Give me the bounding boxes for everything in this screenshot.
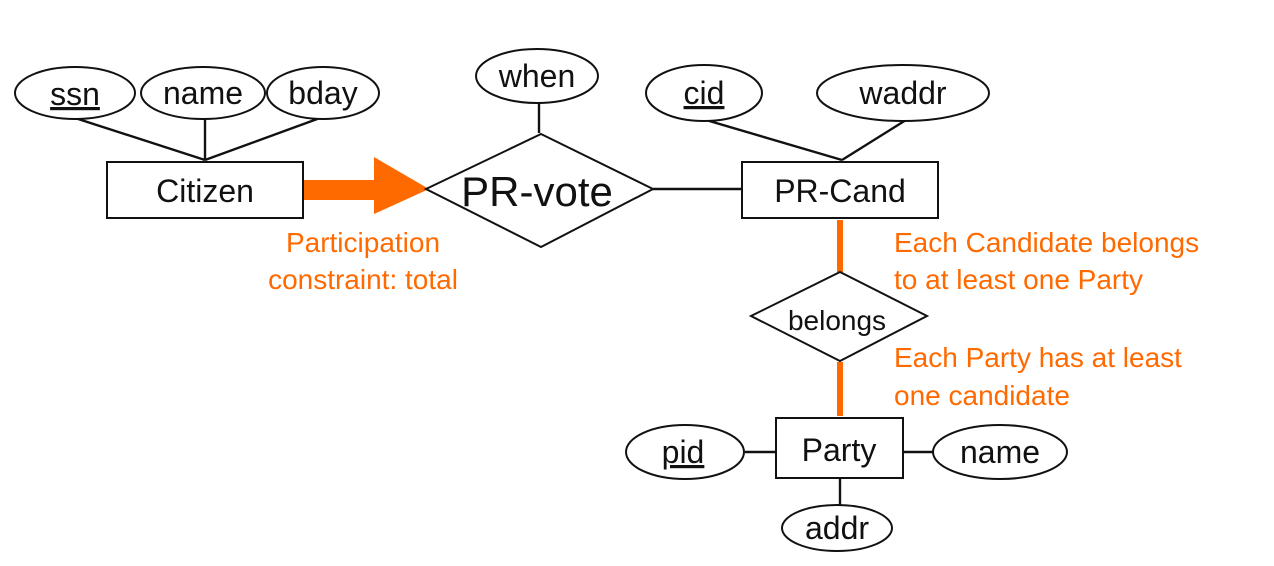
citizen-name-label: name	[163, 75, 243, 111]
when-ellipse	[475, 48, 599, 104]
belongs-label: belongs	[788, 305, 886, 336]
attribute-cid: cid	[645, 64, 763, 122]
candidate-note-line2: to at least one Party	[894, 264, 1143, 295]
pid-label: pid	[662, 434, 705, 470]
pr-cand-box	[741, 161, 939, 219]
entity-party: Party	[775, 417, 904, 479]
total-participation-lines	[304, 157, 843, 416]
entity-citizen: Citizen	[106, 161, 304, 219]
bday-label: bday	[288, 75, 357, 111]
pr-cand-label: PR-Cand	[774, 173, 906, 209]
pr-vote-diamond	[423, 132, 656, 249]
attribute-pid: pid	[625, 424, 745, 480]
attribute-citizen-name: name	[140, 66, 266, 120]
attribute-party-name: name	[932, 424, 1068, 480]
participation-note-line2: constraint: total	[268, 264, 458, 295]
attribute-ssn: ssn	[14, 66, 136, 120]
cid-connector	[705, 118, 843, 162]
bday-ellipse	[266, 66, 380, 120]
connectors	[74, 103, 934, 507]
ssn-ellipse	[14, 66, 136, 120]
belongs-diamond	[748, 270, 930, 363]
attribute-waddr: waddr	[816, 64, 990, 122]
ssn-connector	[74, 116, 206, 162]
citizen-prvote-arrowhead	[374, 157, 429, 214]
party-name-ellipse	[932, 424, 1068, 480]
when-label: when	[498, 58, 576, 94]
addr-label: addr	[805, 510, 869, 546]
party-label: Party	[802, 432, 877, 468]
citizen-name-ellipse	[140, 66, 266, 120]
waddr-ellipse	[816, 64, 990, 122]
entity-pr-cand: PR-Cand	[741, 161, 939, 219]
party-note-line1: Each Party has at least	[894, 342, 1182, 373]
party-note: Each Party has at least one candidate	[894, 342, 1182, 411]
cid-ellipse	[645, 64, 763, 122]
attribute-when: when	[475, 48, 599, 104]
party-note-line2: one candidate	[894, 380, 1070, 411]
citizen-box	[106, 161, 304, 219]
waddr-connector	[841, 118, 907, 162]
candidate-note-line1: Each Candidate belongs	[894, 227, 1199, 258]
party-box	[775, 417, 904, 479]
attribute-addr: addr	[781, 504, 893, 552]
participation-note: Participation constraint: total	[268, 227, 458, 295]
cid-label: cid	[684, 75, 725, 111]
bday-connector	[204, 116, 321, 162]
waddr-label: waddr	[858, 75, 947, 111]
pid-ellipse	[625, 424, 745, 480]
party-name-label: name	[960, 434, 1040, 470]
addr-ellipse	[781, 504, 893, 552]
ssn-label: ssn	[50, 76, 100, 112]
citizen-prvote-thick-line	[304, 180, 376, 200]
relationship-pr-vote: PR-vote	[423, 132, 656, 249]
relationship-belongs: belongs	[748, 270, 930, 363]
participation-note-line1: Participation	[286, 227, 440, 258]
candidate-note: Each Candidate belongs to at least one P…	[894, 227, 1199, 295]
attribute-bday: bday	[266, 66, 380, 120]
pr-vote-label: PR-vote	[461, 168, 613, 215]
citizen-label: Citizen	[156, 173, 254, 209]
